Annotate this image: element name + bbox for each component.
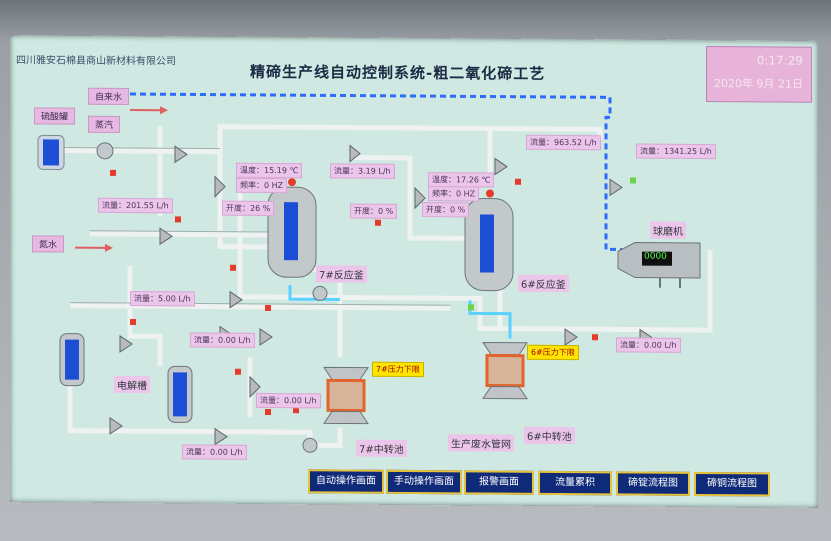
transfer-tank-6 bbox=[482, 341, 528, 400]
wastewater-label: 生产废水管网 bbox=[448, 434, 514, 452]
flow-elec: 流量：0.00 L/h bbox=[256, 392, 321, 409]
transfer-tank-7 bbox=[323, 366, 369, 425]
ball-mill-display: 0000 bbox=[644, 251, 667, 262]
reactor6-freq-value: 0 HZ bbox=[456, 189, 476, 199]
reactor6-open-value: 0 % bbox=[450, 205, 466, 215]
auto-operation-button[interactable]: 自动操作画面 bbox=[308, 469, 384, 494]
reactor7-open-value: 26 % bbox=[250, 203, 271, 213]
reactor6-open: 开度：0 % bbox=[422, 202, 470, 218]
reactor-7 bbox=[267, 178, 317, 278]
process-diagram bbox=[37, 92, 713, 453]
transfer6-label: 6#中转池 bbox=[524, 426, 575, 445]
reactor7-temp: 温度：15.19 ℃ bbox=[236, 162, 303, 179]
reactor7-temp-value: 15.19 ℃ bbox=[264, 165, 299, 176]
flow-left-mid: 流量：201.55 L/h bbox=[98, 197, 173, 214]
tellurium-copper-flow-button[interactable]: 碲铜流程图 bbox=[694, 471, 770, 497]
nitrogen-label: 氮水 bbox=[32, 235, 65, 253]
alarm-screen-button[interactable]: 报警画面 bbox=[464, 470, 534, 495]
reactor-6 bbox=[464, 189, 514, 292]
tap-water-label: 自来水 bbox=[88, 87, 130, 106]
reactor6-temp-label: 温度： bbox=[432, 175, 456, 185]
reactor7-open2-label: 开度： bbox=[354, 206, 378, 216]
flow-right-low: 流量：0.00 L/h bbox=[616, 337, 681, 353]
reactor7-freq: 频率：0 HZ bbox=[236, 177, 288, 194]
electrolyzer-label: 电解槽 bbox=[114, 375, 150, 394]
reactor6-open-label: 开度： bbox=[426, 205, 450, 215]
electrolyzer-right bbox=[167, 365, 193, 423]
status-indicator bbox=[468, 304, 474, 311]
reactor7-temp-label: 温度： bbox=[240, 165, 264, 175]
reactor7-open-label: 开度： bbox=[226, 203, 250, 213]
transfer7-label: 7#中转池 bbox=[356, 439, 407, 457]
reactor7-open2: 开度：0 % bbox=[350, 203, 398, 219]
reactor7-flow: 流量：3.19 L/h bbox=[330, 163, 395, 179]
flow-top: 流量：963.52 L/h bbox=[526, 134, 601, 151]
electrolyzer-left bbox=[59, 333, 85, 387]
reactor7-open2-value: 0 % bbox=[378, 206, 394, 216]
alarm-indicator bbox=[130, 319, 136, 326]
alarm-indicator bbox=[592, 334, 598, 341]
alarm-indicator bbox=[265, 304, 271, 312]
manual-operation-button[interactable]: 手动操作画面 bbox=[386, 469, 462, 495]
alarm-indicator bbox=[515, 178, 521, 185]
hmi-screen: 四川雅安石棉县商山新材料有限公司 精碲生产线自动控制系统-粗二氧化碲工艺 0:1… bbox=[10, 35, 818, 508]
reactor6-label: 6#反应釜 bbox=[518, 274, 569, 293]
reactor7-open: 开度：26 % bbox=[222, 200, 275, 217]
status-indicator bbox=[630, 177, 636, 184]
flow-bottom-left: 流量：0.00 L/h bbox=[182, 444, 247, 460]
reactor7-freq-label: 频率： bbox=[240, 180, 264, 190]
flow-mid-low: 流量：0.00 L/h bbox=[190, 332, 255, 348]
flow-accumulation-button[interactable]: 流量累积 bbox=[538, 470, 612, 496]
flow-right: 流量：1341.25 L/h bbox=[636, 143, 716, 160]
alarm-indicator bbox=[230, 264, 236, 271]
alarm-indicator bbox=[265, 408, 271, 416]
reactor7-freq-value: 0 HZ bbox=[264, 180, 284, 191]
tap-water-line bbox=[130, 92, 622, 251]
reactor7-flow-value: 3.19 L/h bbox=[358, 166, 391, 176]
alarm-indicator bbox=[110, 169, 116, 176]
acid-tank-label: 硫酸罐 bbox=[34, 107, 76, 125]
tellurium-ingot-flow-button[interactable]: 碲锭流程图 bbox=[616, 471, 690, 496]
flow-left-low: 流量：5.00 L/h bbox=[130, 291, 195, 307]
transfer7-signal: 7#压力下限 bbox=[372, 361, 424, 378]
reactor6-freq: 频率：0 HZ bbox=[428, 186, 480, 202]
ball-mill bbox=[617, 242, 701, 288]
alarm-indicator bbox=[235, 368, 241, 375]
transfer6-signal: 6#压力下限 bbox=[527, 344, 579, 361]
reactor6-freq-label: 频率： bbox=[432, 189, 456, 199]
reactor7-flow-label: 流量： bbox=[334, 166, 358, 176]
reactor6-temp-value: 17.26 ℃ bbox=[456, 175, 491, 185]
ball-mill-label: 球磨机 bbox=[650, 221, 686, 239]
reactor7-label: 7#反应釜 bbox=[316, 265, 367, 283]
steam-label: 蒸汽 bbox=[88, 115, 121, 133]
alarm-indicator bbox=[375, 219, 381, 226]
alarm-indicator bbox=[175, 216, 181, 223]
acid-tank bbox=[37, 134, 65, 171]
